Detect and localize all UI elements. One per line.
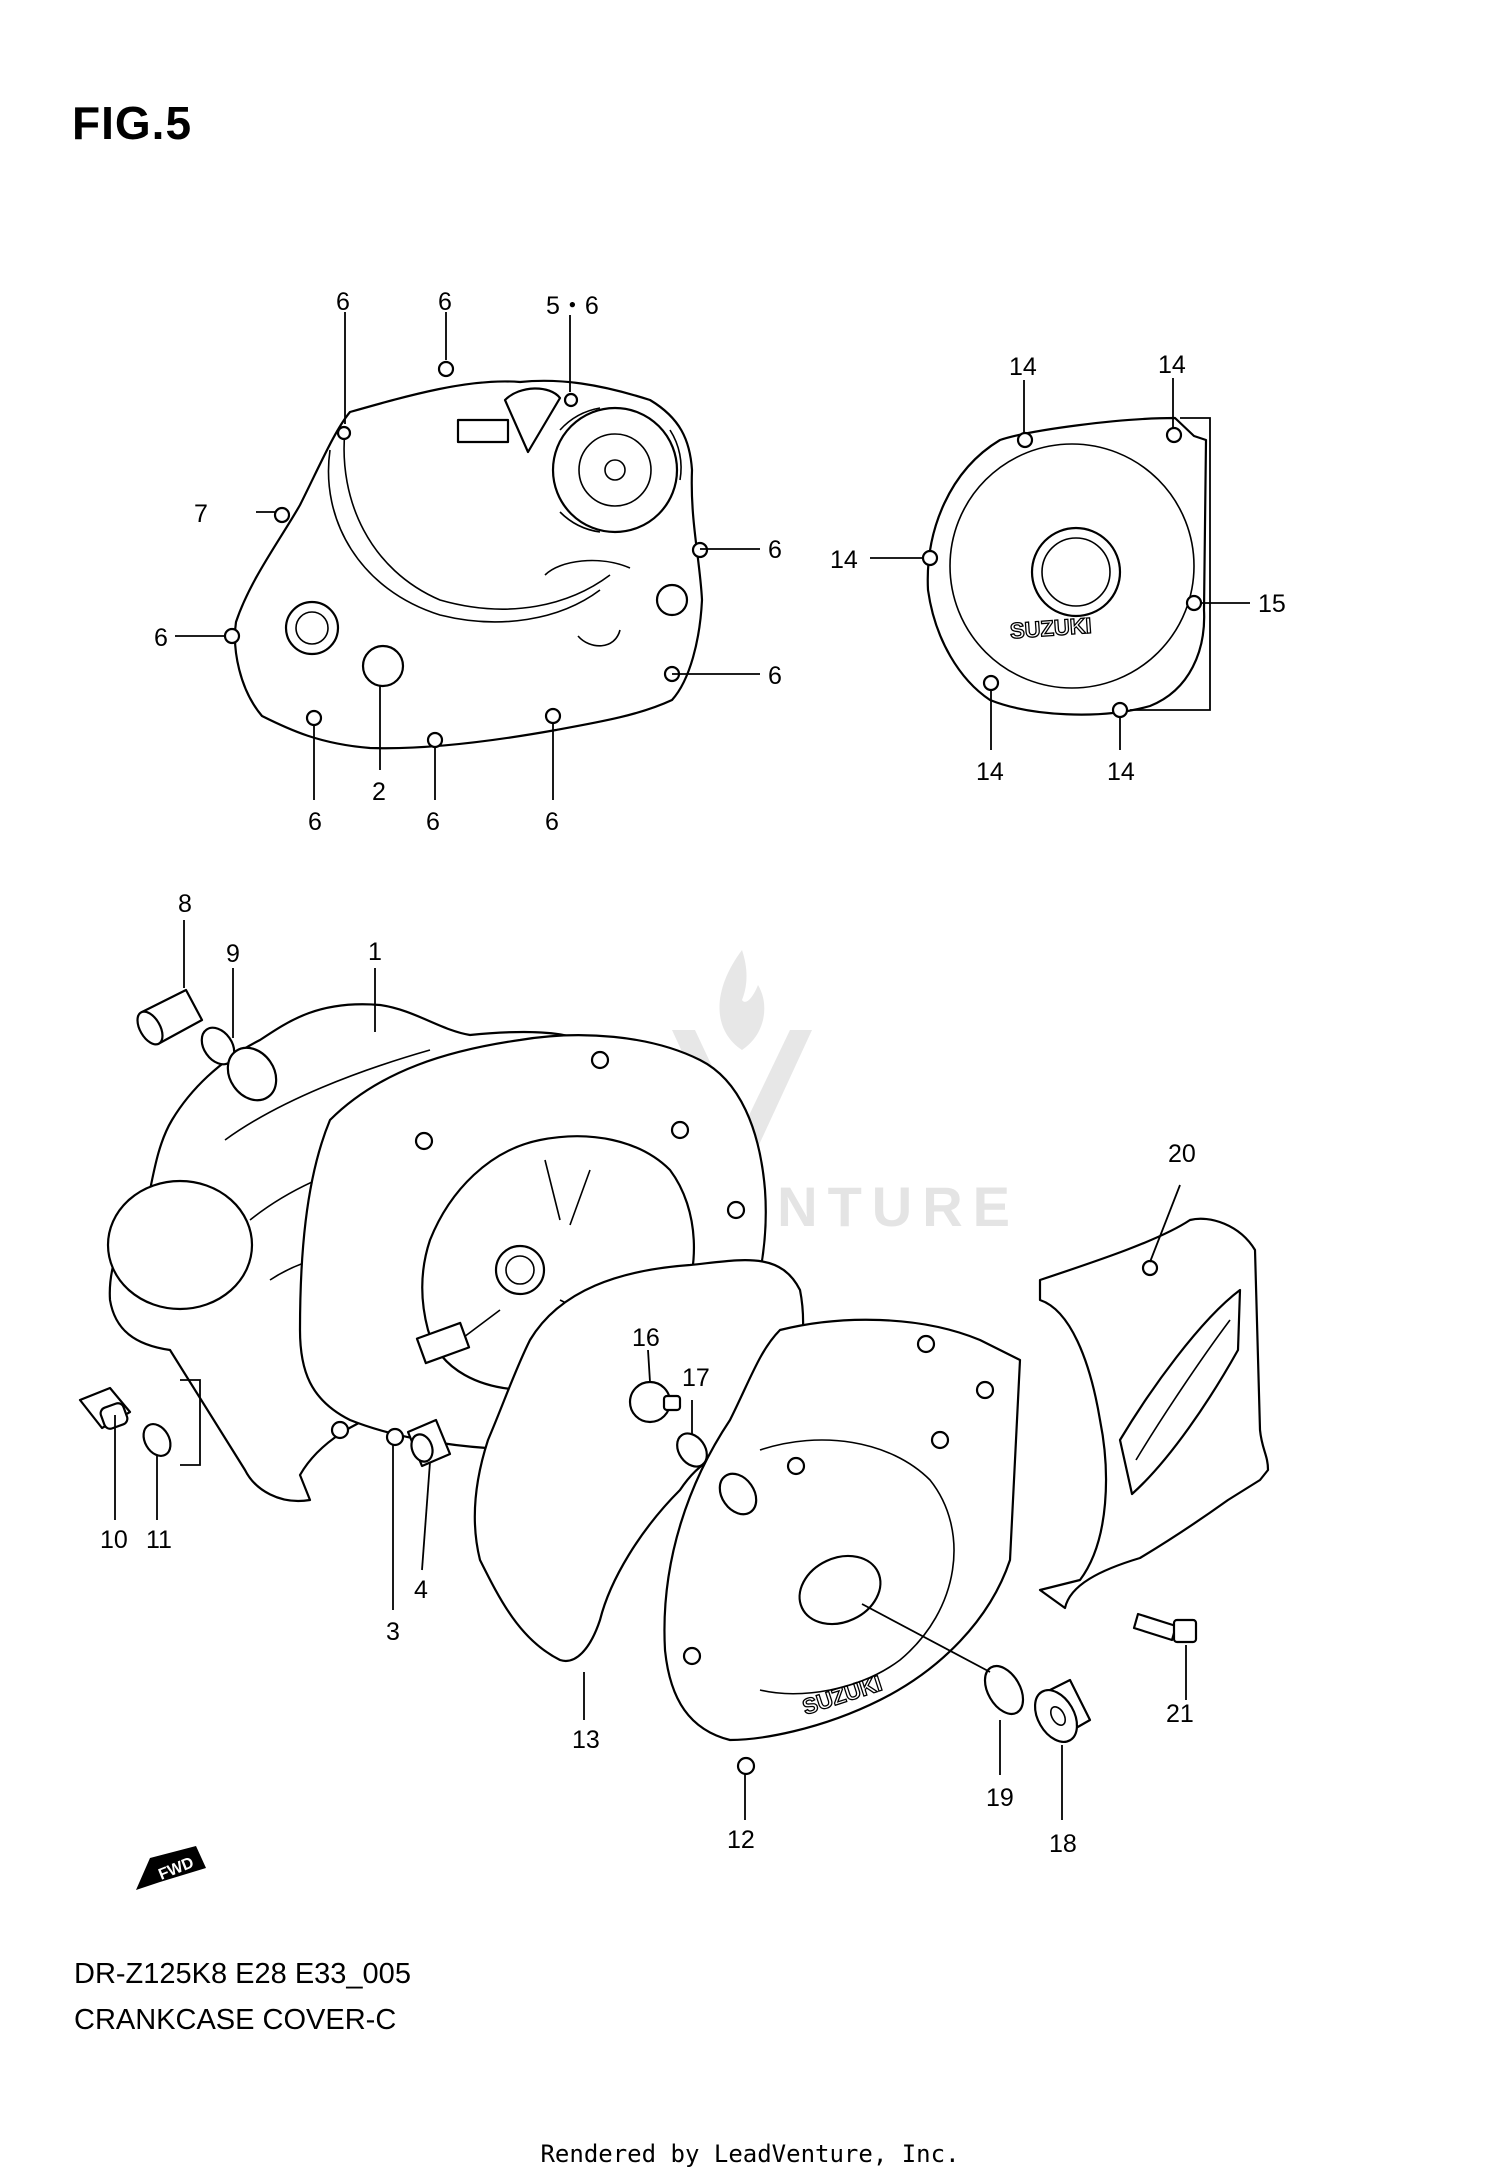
- oil-filler-cap-8: [136, 988, 204, 1046]
- callout-6: 6: [545, 808, 559, 836]
- callout-19: 19: [986, 1784, 1014, 1812]
- callout-15: 15: [1258, 590, 1286, 618]
- leader-lines: [114, 312, 1250, 1820]
- callout-4: 4: [414, 1576, 428, 1604]
- callout-10: 10: [100, 1526, 128, 1554]
- callout-9: 9: [226, 940, 240, 968]
- callout-1: 1: [368, 938, 382, 966]
- callout-6: 6: [768, 536, 782, 564]
- gasket-upper-left: [223, 360, 709, 750]
- callout-8: 8: [178, 890, 192, 918]
- callout-11: 11: [146, 1526, 172, 1554]
- callout-6: 6: [438, 288, 452, 316]
- generator-cover-gasket-13: [473, 1259, 805, 1663]
- callout-6: 6: [154, 624, 168, 652]
- callout-14: 14: [976, 758, 1004, 786]
- callout-6: 6: [308, 808, 322, 836]
- callout-18: 18: [1049, 1830, 1077, 1858]
- filler-boss: [226, 1046, 278, 1102]
- callout-6: 6: [336, 288, 350, 316]
- sprocket-cover-20: [1038, 1217, 1270, 1610]
- fwd-arrow-icon: FWD: [136, 1846, 206, 1890]
- bolt-21: [1132, 1612, 1198, 1644]
- callout-14: 14: [830, 546, 858, 574]
- callout-2: 2: [372, 778, 386, 806]
- model-code: DR-Z125K8 E28 E33_005: [74, 1958, 411, 1990]
- callout-7: 7: [194, 500, 208, 528]
- gasket-washer-11: [142, 1423, 172, 1457]
- callout-14: 14: [1009, 353, 1037, 381]
- inspection-plug-16: [628, 1380, 682, 1424]
- timing-plug-18: [1033, 1678, 1092, 1743]
- dowel-pin-4: [406, 1418, 452, 1468]
- callout-16: 16: [632, 1324, 660, 1352]
- callout-12: 12: [727, 1826, 755, 1854]
- callout-20: 20: [1168, 1140, 1196, 1168]
- gasket-upper-right: SUZUKI: [921, 416, 1211, 719]
- callout-14: 14: [1158, 351, 1186, 379]
- callout-14: 14: [1107, 758, 1135, 786]
- o-ring-19: [983, 1665, 1025, 1715]
- callout-3: 3: [386, 1618, 400, 1646]
- callout-labels: 6 6 5・6 7 6 6 6 2 6 6 6 14 14 14 15 14 1…: [100, 288, 1286, 1858]
- callout-13: 13: [572, 1726, 600, 1754]
- callout-6: 6: [768, 662, 782, 690]
- bracket-10-11: [180, 1379, 201, 1466]
- callout-17: 17: [682, 1364, 710, 1392]
- drain-plug-10: [78, 1386, 132, 1430]
- callout-6: 6: [426, 808, 440, 836]
- o-ring-17: [676, 1432, 708, 1468]
- figure-title: FIG.5: [72, 97, 193, 149]
- callout-5-6: 5・6: [546, 292, 599, 320]
- assembly-name: CRANKCASE COVER-C: [74, 2004, 397, 2036]
- callout-21: 21: [1166, 1700, 1194, 1728]
- rendered-by-credit: Rendered by LeadVenture, Inc.: [540, 2140, 960, 2168]
